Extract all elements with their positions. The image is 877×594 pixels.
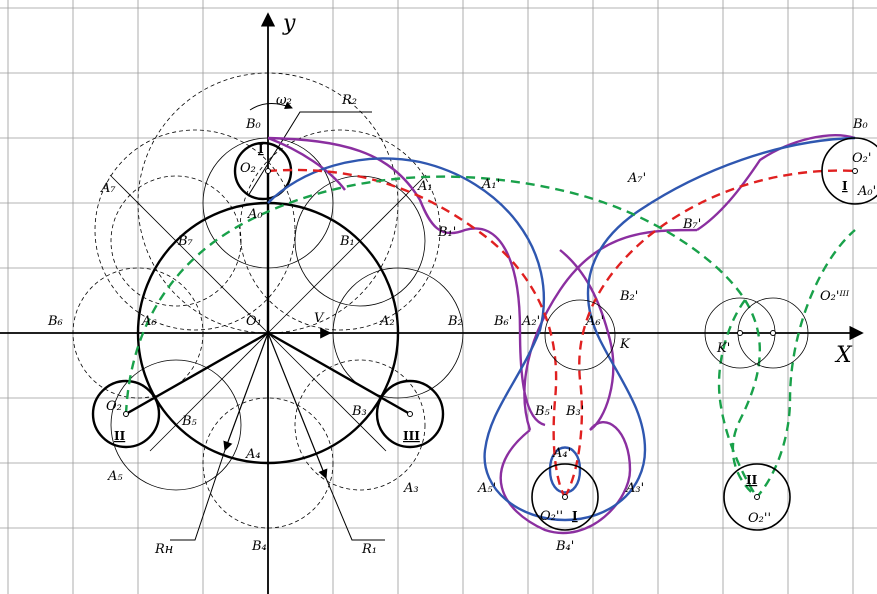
b3p-label: B₃': [565, 404, 584, 419]
b6p-label: B₆': [493, 314, 512, 329]
roman-I-mid: I: [572, 509, 578, 523]
omega-label: ω₂: [276, 93, 292, 108]
o1-label: O₁: [246, 314, 262, 329]
a7p-label: A₇': [627, 171, 646, 186]
roman-II-right: II: [746, 473, 758, 487]
r2-label: R₂: [341, 93, 357, 108]
a3p-label: A₃': [625, 481, 644, 496]
a4-label: A₄: [245, 447, 261, 462]
a0-label: A₀: [247, 207, 263, 222]
rh-label: Rн: [154, 542, 173, 557]
k-circles: [544, 297, 809, 371]
roman-I-top: I: [258, 142, 264, 156]
b6-label: B₆: [47, 314, 63, 329]
green-trajectory: [124, 175, 856, 499]
b2-label: B₂: [447, 314, 463, 329]
axes: [0, 12, 864, 594]
kp-label: K': [716, 341, 730, 356]
roman-II-left: II: [114, 429, 126, 443]
radial-lines: [109, 174, 427, 480]
k-label: K: [619, 337, 631, 352]
b7-label: B₇: [177, 234, 194, 249]
mirror-gears: [531, 137, 877, 531]
b2p-label: B₂': [619, 289, 638, 304]
o2pp-right-label: O₂'': [748, 511, 771, 526]
r1-label: R₁: [361, 542, 377, 557]
a7-label: A₇: [100, 181, 116, 196]
roman-I-right: I: [842, 179, 848, 193]
blue-epicycloid: [267, 136, 856, 522]
o2-top-label: O₂: [240, 161, 256, 176]
a6p-label: A₆': [585, 314, 604, 329]
rotation-marker: [170, 101, 385, 541]
a5p-label: A₅': [477, 481, 496, 496]
b4-label: B₄: [251, 539, 267, 554]
roman-III: III: [403, 429, 420, 443]
purple-epicycloid: [267, 134, 856, 535]
labels: ω₂ R₂ B₀ O₂ I A₀ A₁ A₇ B₇ B₁ B₆ A₆ O₁ V …: [47, 93, 876, 557]
a6-label: A₆: [141, 314, 157, 329]
b0-label: B₀: [245, 117, 262, 132]
v-label: V: [314, 311, 325, 326]
y-axis-label: y: [282, 11, 296, 36]
a1-label: A₁: [417, 179, 433, 194]
a3-label: A₃: [403, 481, 419, 496]
b4p-label: B₄': [555, 539, 574, 554]
a2p-label: A₂': [521, 314, 540, 329]
b1p-label: B₁': [437, 225, 456, 240]
o2pp-mid-label: O₂'': [540, 509, 563, 524]
a0p-label: A₀': [857, 184, 876, 199]
b1-label: B₁: [339, 234, 355, 249]
o2pIII-label: O₂'ᴵᴵᴵ: [820, 289, 850, 304]
b5-label: B₅: [181, 414, 198, 429]
o2p-right-label: O₂': [852, 151, 871, 166]
a4p-label: A₄': [552, 446, 571, 461]
o2-left-label: O₂: [106, 399, 122, 414]
b7p-label: B₇': [682, 217, 701, 232]
a2-label: A₂: [379, 314, 395, 329]
b5p-label: B₅': [534, 404, 553, 419]
a1p-label: A₁': [481, 177, 500, 192]
b0p-label: B₀: [852, 117, 869, 132]
a5-label: A₅: [107, 469, 123, 484]
trajectories: [124, 134, 856, 535]
points: [123, 168, 858, 500]
b3-label: B₃: [351, 404, 367, 419]
x-axis-label: X: [834, 343, 853, 368]
red-trajectory: [267, 168, 856, 498]
